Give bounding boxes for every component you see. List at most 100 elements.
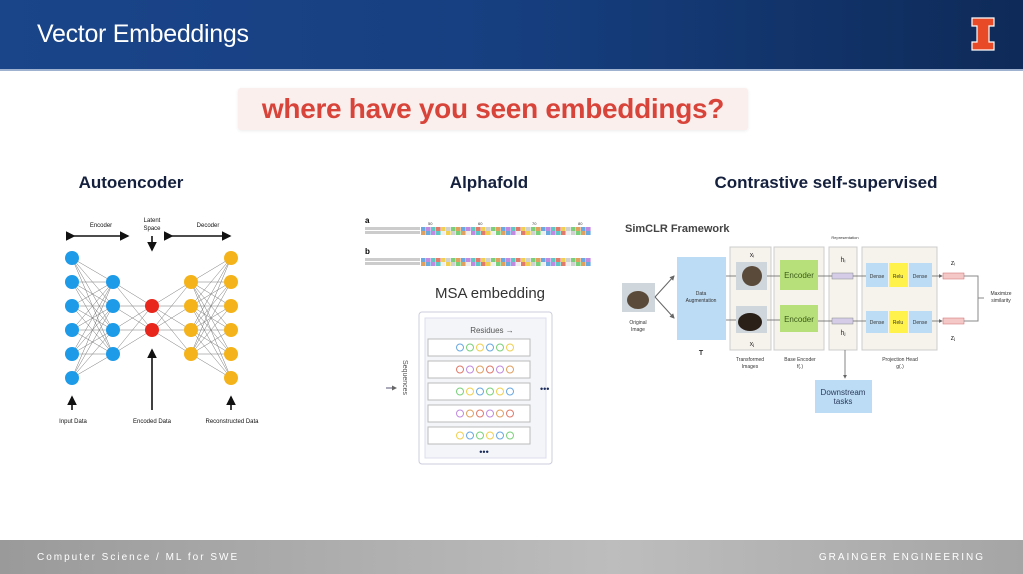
residue-cell [431, 258, 436, 262]
alphafold-diagram: a b 50 60 70 80 MSA embedding Residues →… [365, 216, 591, 465]
network-node [224, 251, 238, 265]
residue-cell [436, 231, 441, 235]
residue-glyph [466, 343, 474, 352]
residue-glyph [476, 343, 484, 352]
relu-label: Relu [893, 274, 904, 280]
ellipsis-right: ••• [540, 384, 549, 394]
residue-cell [486, 262, 491, 266]
residue-cell [506, 227, 511, 231]
network-node [106, 275, 120, 289]
network-node [145, 323, 159, 337]
residue-cell [561, 231, 566, 235]
network-edge [190, 281, 232, 355]
residue-cell [541, 262, 546, 266]
question-banner: where have you seen embeddings? [238, 88, 748, 130]
residue-cell [551, 231, 556, 235]
sequence-alignment [365, 227, 591, 266]
residue-cell [531, 231, 536, 235]
encoder-label: Encoder [784, 315, 814, 324]
network-edge [190, 353, 232, 379]
residue-cell [476, 258, 481, 262]
residue-glyph [456, 409, 464, 418]
residue-cell [431, 231, 436, 235]
network-node [184, 299, 198, 313]
heading-autoencoder: Autoencoder [78, 173, 184, 192]
residue-cell [501, 231, 506, 235]
network-edge [71, 281, 114, 379]
residue-cell [546, 231, 551, 235]
sequence-id [365, 262, 420, 265]
network-edge [112, 305, 153, 355]
network-node [224, 371, 238, 385]
t-label: T [699, 350, 704, 357]
xi-label: xᵢ [750, 252, 755, 259]
encoder-box-top [780, 260, 818, 290]
network-edge [190, 305, 232, 355]
residue-cell [516, 231, 521, 235]
residue-glyph [496, 365, 504, 374]
augmentation-label: Augmentation [686, 298, 717, 304]
residue-cell [586, 262, 591, 266]
residue-cell [441, 227, 446, 231]
residue-cell [461, 262, 466, 266]
residue-cell [441, 262, 446, 266]
original-label: Original [629, 320, 646, 326]
maximize-label: Maximize [990, 291, 1011, 297]
residue-glyph [476, 387, 484, 396]
reconstructed-data-label: Reconstructed Data [205, 419, 259, 425]
residue-cell [526, 262, 531, 266]
residue-glyph [456, 365, 464, 374]
residues-label: Residues → [470, 326, 514, 335]
residue-cell [421, 262, 426, 266]
xj-label: xⱼ [750, 341, 755, 348]
residue-cell [531, 227, 536, 231]
residue-cell [486, 227, 491, 231]
residue-cell [471, 262, 476, 266]
residue-cell [546, 258, 551, 262]
residue-cell [496, 258, 501, 262]
residue-cell [426, 231, 431, 235]
residue-cell [586, 231, 591, 235]
residue-cell [461, 231, 466, 235]
residue-glyph [486, 365, 494, 374]
residue-cell [516, 258, 521, 262]
hj-label: hⱼ [840, 330, 845, 337]
data-augmentation-box [677, 257, 726, 340]
residue-glyph [466, 409, 474, 418]
residue-cell [436, 262, 441, 266]
residue-glyph [466, 387, 474, 396]
residue-cell [526, 231, 531, 235]
residue-cell [446, 231, 451, 235]
residue-cell [511, 227, 516, 231]
residue-cell [501, 258, 506, 262]
residue-cell [456, 258, 461, 262]
projection-label: Projection Head [882, 357, 918, 363]
transformed-label: Images [742, 364, 759, 370]
sequence-id [365, 231, 420, 234]
network-edge [71, 353, 114, 379]
residue-cell [456, 231, 461, 235]
network-edge [71, 305, 114, 379]
residue-cell [496, 227, 501, 231]
msa-row [427, 360, 531, 379]
sequences-label: Sequences [401, 360, 408, 396]
residue-cell [496, 262, 501, 266]
encoder-label: Encoder [784, 271, 814, 280]
residue-cell [531, 258, 536, 262]
network-edge [151, 305, 192, 331]
maximize-label: similarity [991, 298, 1011, 304]
residue-cell [481, 262, 486, 266]
residue-cell [466, 231, 471, 235]
residue-cell [531, 262, 536, 266]
encoded-data-label: Encoded Data [133, 419, 172, 425]
residue-cell [501, 227, 506, 231]
residue-glyph [506, 409, 514, 418]
network-node [184, 323, 198, 337]
footer-brand: GRAINGER ENGINEERING [818, 552, 985, 563]
network-edge [71, 281, 114, 355]
residue-glyph [506, 387, 514, 396]
residue-glyph [496, 387, 504, 396]
residue-cell [426, 258, 431, 262]
residue-cell [521, 227, 526, 231]
